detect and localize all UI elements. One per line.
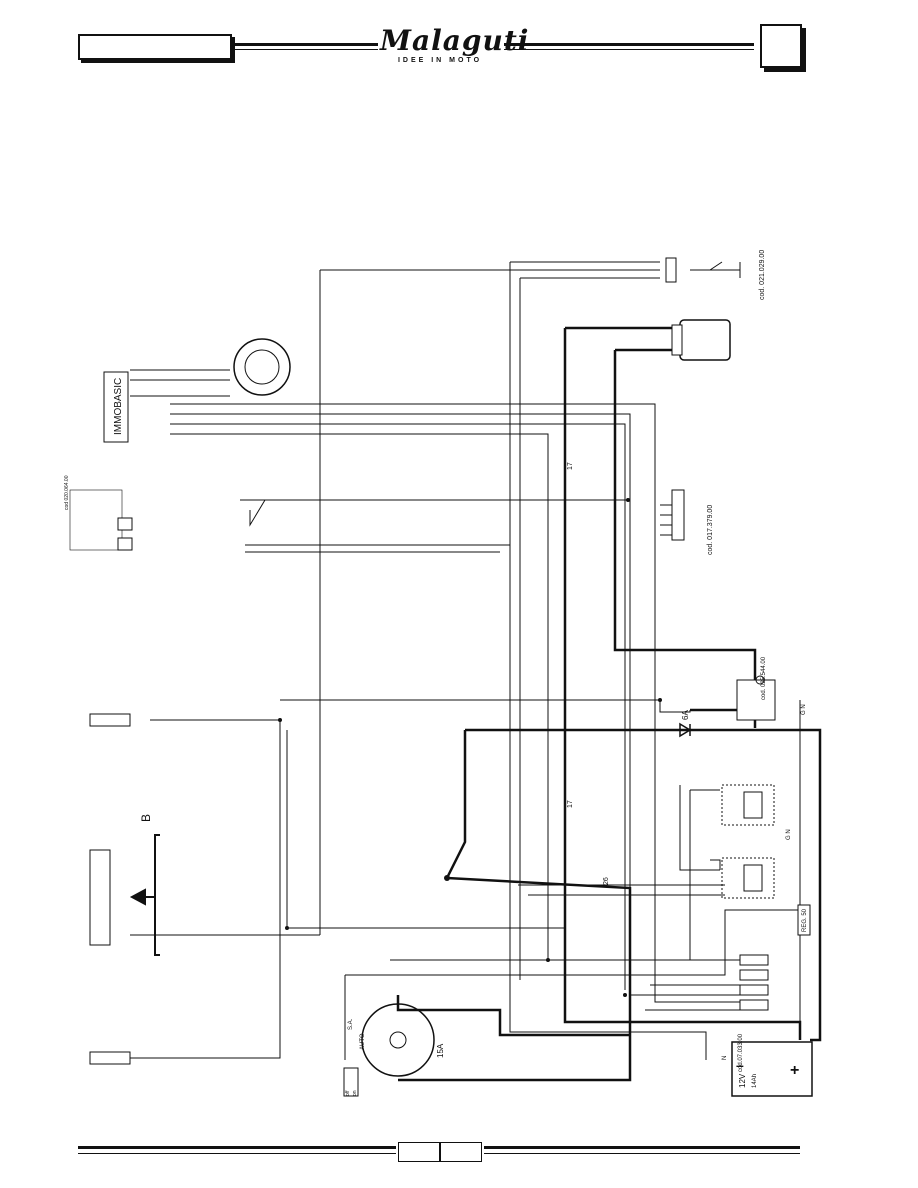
battery-plus: + [790, 1062, 799, 1079]
battery-minus: – [736, 1057, 744, 1073]
wire-n-battery: N [722, 1056, 728, 1060]
code-left-box: cod 020.064.00 [64, 475, 70, 510]
antenna-ring-outer [233, 338, 291, 396]
wire-26: 26 [603, 877, 610, 885]
dashed-component-2 [721, 857, 775, 899]
rectifier-box [797, 904, 811, 936]
fuse-main-label: 15A [436, 1043, 445, 1058]
footer-rule-left-thin [78, 1153, 396, 1154]
code-connector: cod. 017.379.00 [707, 505, 714, 555]
brake-switch-connector [665, 257, 677, 283]
connector-block [671, 489, 685, 541]
footer-rule-right-thin [484, 1153, 800, 1154]
starter-motor-terminal [671, 324, 683, 356]
wire-17-upper: 17 [567, 462, 574, 470]
key-switch-auto: AUTO [360, 1033, 366, 1050]
battery-voltage: 12V [738, 1073, 747, 1088]
header-rule-right [504, 43, 754, 46]
footer-page-box-1 [398, 1142, 440, 1162]
rectifier-label: REG. 50 [802, 908, 808, 932]
ignition-switch [361, 1003, 435, 1077]
section-b-label: B [139, 814, 153, 822]
dashed-component-1 [721, 784, 775, 826]
switch-table-on: on [352, 1090, 358, 1096]
section-b-arrow-icon [129, 888, 155, 906]
battery-capacity: 14Ah [752, 1074, 758, 1088]
footer-rule-left [78, 1146, 396, 1149]
wire-g-n-lower: G N [786, 829, 792, 840]
wire-17-lower: 17 [567, 800, 574, 808]
immobilizer-box [103, 371, 129, 443]
header-rule-left-thin [232, 49, 378, 50]
starter-motor [679, 319, 731, 361]
left-sensor-top [89, 713, 131, 727]
left-sensor-bottom [89, 1051, 131, 1065]
key-switch-pos: S.A. [348, 1018, 354, 1030]
left-module-box [69, 489, 123, 551]
switch-table [343, 1067, 359, 1097]
battery [731, 1041, 813, 1097]
brand-tagline: IDEE IN MOTO [397, 57, 483, 64]
brake-switch-icon [690, 261, 741, 278]
battery-code: cod.07.033.00 [738, 1033, 744, 1072]
page-corner-box [760, 24, 802, 68]
starter-relay [736, 679, 776, 721]
footer-rule-right [484, 1146, 800, 1149]
fuse-diode-label: 6A [681, 710, 690, 720]
section-title-box [78, 34, 232, 60]
antenna-ring-inner [244, 349, 280, 385]
diode-symbol [679, 722, 692, 738]
wire-g-n-relay: G N [801, 704, 807, 715]
header-rule-left [232, 43, 378, 46]
immobilizer-label: IMMOBASIC [113, 378, 124, 435]
switch-table-off: off [345, 1090, 351, 1096]
footer-page-box-2 [440, 1142, 482, 1162]
dashboard-connector [89, 849, 111, 946]
section-b-bracket [154, 834, 160, 956]
code-top-right: cod. 021.029.00 [759, 250, 766, 300]
code-relay: cod. 025.544.00 [761, 656, 767, 700]
header-rule-right-thin [504, 49, 754, 50]
